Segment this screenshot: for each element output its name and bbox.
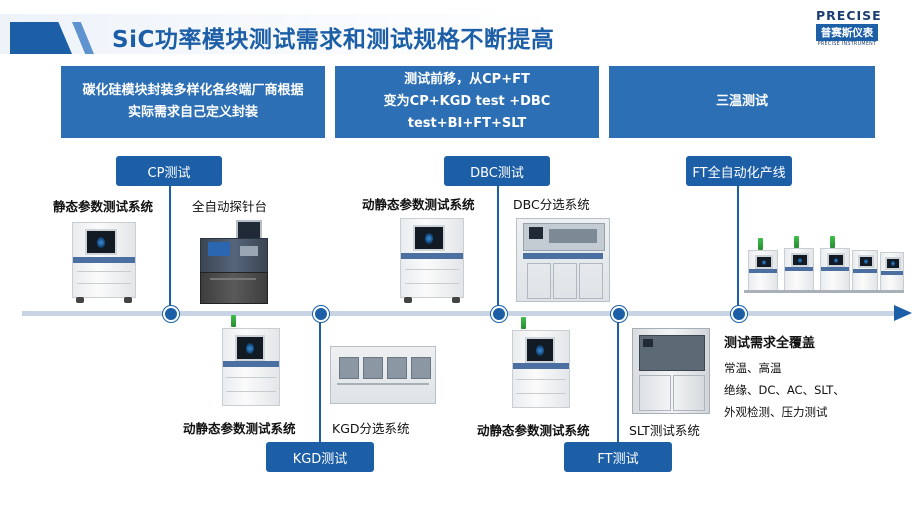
label-auto-prober: 全自动探针台 — [192, 199, 268, 214]
connector-kgd — [319, 314, 321, 444]
stage-ft-test: FT测试 — [564, 442, 672, 472]
panel-three-temp: 三温测试 — [609, 66, 875, 138]
page-title: SiC功率模块测试需求和测试规格不断提高 — [112, 27, 555, 53]
timeline-dot — [313, 306, 329, 322]
auto-prober-image — [200, 220, 268, 304]
connector-ft — [617, 314, 619, 444]
dyn-static-cabinet-image — [512, 317, 570, 408]
panel-text: 测试前移，从CP+FT — [404, 72, 530, 87]
title-bar — [0, 14, 560, 54]
label-dyn-static-bottom1: 动静态参数测试系统 — [183, 421, 296, 436]
static-test-cabinet-image — [72, 222, 136, 303]
label-dyn-static-bottom2: 动静态参数测试系统 — [477, 423, 590, 438]
panel-text: 实际需求自己定义封装 — [127, 105, 258, 120]
kgd-sort-system-image — [330, 346, 436, 404]
label-dyn-static-top: 动静态参数测试系统 — [362, 197, 475, 212]
stage-dbc-test: DBC测试 — [444, 156, 550, 186]
coverage-title: 测试需求全覆盖 — [724, 336, 816, 351]
company-logo: PRECISE 普赛斯仪表 PRECISE INSTRUMENT — [816, 8, 882, 47]
dyn-static-cabinet-image — [400, 218, 464, 303]
panel-text: 变为CP+KGD test +DBC test+BI+FT+SLT — [383, 94, 551, 131]
timeline-arrow-icon — [894, 305, 912, 321]
coverage-item: 外观检测、压力测试 — [724, 405, 828, 419]
slt-test-system-image — [632, 328, 710, 414]
panel-test-shift: 测试前移，从CP+FT 变为CP+KGD test +DBC test+BI+F… — [335, 66, 599, 138]
timeline-axis — [22, 311, 896, 316]
connector-ft-line — [737, 186, 739, 314]
label-dbc-sort: DBC分选系统 — [513, 197, 590, 212]
panel-text: 三温测试 — [715, 94, 768, 109]
panel-text: 碳化硅模块封装多样化各终端厂商根据 — [82, 83, 304, 98]
dyn-static-cabinet-image — [222, 315, 280, 406]
timeline-dot — [731, 306, 747, 322]
timeline-dot — [611, 306, 627, 322]
stage-cp-test: CP测试 — [116, 156, 222, 186]
label-slt-system: SLT测试系统 — [629, 423, 700, 438]
stage-kgd-test: KGD测试 — [266, 442, 374, 472]
coverage-item: 绝缘、DC、AC、SLT、 — [724, 383, 845, 397]
panel-package-diversity: 碳化硅模块封装多样化各终端厂商根据 实际需求自己定义封装 — [61, 66, 325, 138]
timeline-dot — [491, 306, 507, 322]
label-static-system: 静态参数测试系统 — [53, 199, 154, 214]
ft-auto-line-image — [744, 236, 904, 298]
label-kgd-sort: KGD分选系统 — [332, 421, 410, 436]
stage-ft-auto-line: FT全自动化产线 — [686, 156, 792, 186]
logo-chinese-name: 普赛斯仪表 — [816, 24, 878, 41]
dbc-sort-system-image — [516, 218, 610, 302]
logo-english-name: PRECISE INSTRUMENT — [817, 42, 877, 47]
logo-name: PRECISE — [816, 8, 882, 23]
connector-dbc — [497, 186, 499, 314]
timeline-dot — [163, 306, 179, 322]
coverage-item: 常温、高温 — [724, 361, 782, 375]
connector-cp — [169, 186, 171, 314]
